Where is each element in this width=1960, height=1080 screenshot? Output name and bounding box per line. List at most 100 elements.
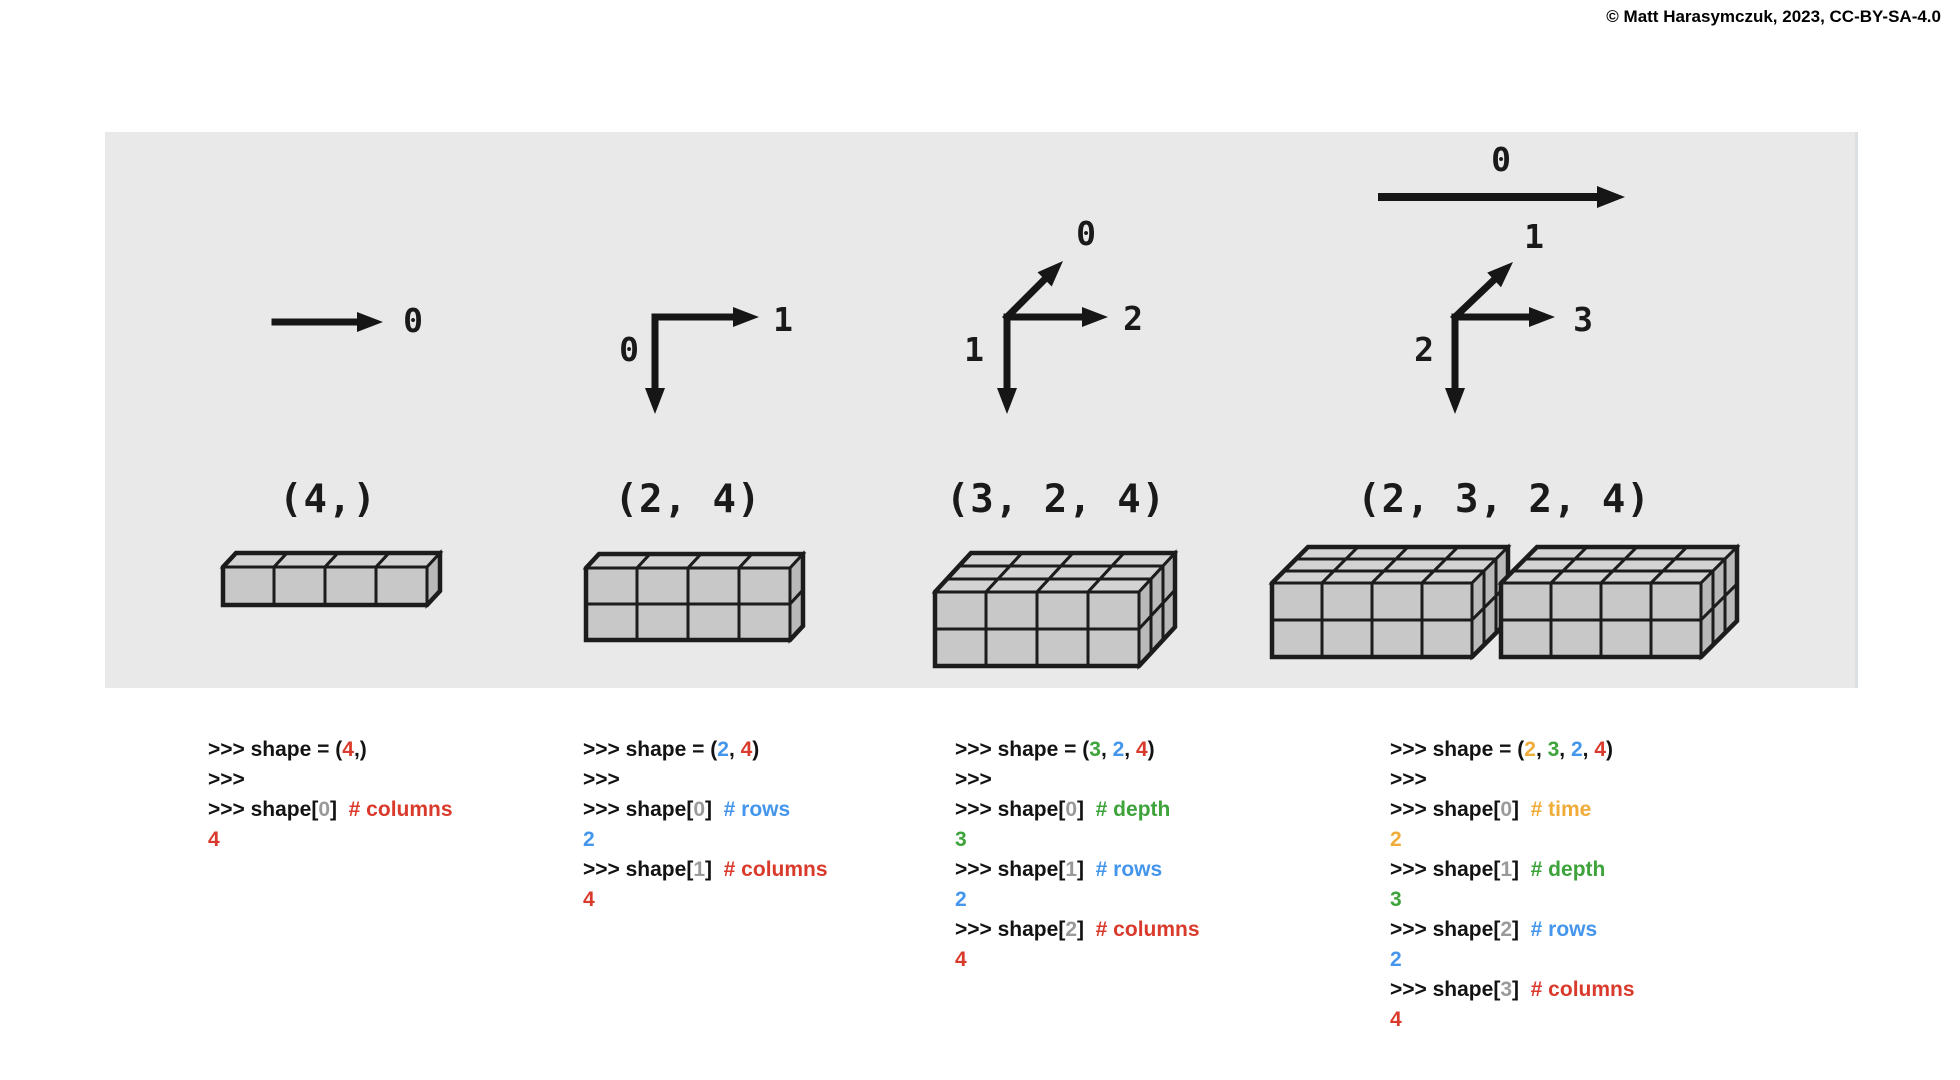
code-segment: >>> bbox=[208, 768, 245, 791]
array-block-1d bbox=[219, 549, 444, 609]
code-segment: 3 bbox=[1390, 888, 1402, 911]
code-line: 4 bbox=[955, 945, 1200, 975]
cube-front-face bbox=[221, 565, 276, 607]
code-line: >>> shape = (2, 3, 2, 4) bbox=[1390, 735, 1635, 765]
code-segment: >>> shape[ bbox=[583, 798, 694, 821]
cube-front-face bbox=[1086, 627, 1141, 668]
cube-front-face bbox=[1370, 618, 1424, 659]
code-segment: >>> shape = ( bbox=[583, 738, 718, 761]
array-block-3d bbox=[931, 549, 1179, 670]
code-segment: 0 bbox=[693, 798, 705, 821]
code-line: >>> shape[2] # columns bbox=[955, 915, 1200, 945]
code-segment: # columns bbox=[723, 858, 828, 881]
axis-arrow-head bbox=[1445, 388, 1465, 414]
axis-label: 0 bbox=[1491, 140, 1511, 179]
axis-label: 2 bbox=[1123, 299, 1143, 338]
axis-label: 2 bbox=[1414, 330, 1434, 369]
code-line: 2 bbox=[1390, 825, 1635, 855]
code-block-2d: >>> shape = (2, 4)>>>>>> shape[0] # rows… bbox=[583, 735, 828, 915]
code-segment: 2 bbox=[717, 738, 729, 761]
code-segment: # columns bbox=[348, 798, 453, 821]
cube-front-face bbox=[1270, 618, 1324, 659]
axis-arrow-head bbox=[1529, 307, 1555, 327]
code-segment: # rows bbox=[723, 798, 791, 821]
code-segment: # depth bbox=[1095, 798, 1171, 821]
code-line: >>> bbox=[955, 765, 1200, 795]
code-segment: ] bbox=[1077, 918, 1096, 941]
code-segment: ,) bbox=[353, 738, 367, 761]
cube-outline bbox=[220, 550, 443, 608]
code-segment: >>> shape[ bbox=[1390, 858, 1501, 881]
cube-front-face bbox=[933, 590, 988, 631]
code-segment: >>> shape[ bbox=[1390, 918, 1501, 941]
axis-label: 1 bbox=[773, 300, 793, 339]
code-segment: >>> shape[ bbox=[955, 858, 1066, 881]
code-segment: 1 bbox=[693, 858, 705, 881]
code-segment: 4 bbox=[208, 828, 220, 851]
code-line: 3 bbox=[1390, 885, 1635, 915]
code-segment: ] bbox=[330, 798, 349, 821]
cube-front-face bbox=[1270, 581, 1324, 622]
code-segment: 1 bbox=[1500, 858, 1512, 881]
cube-front-face bbox=[686, 566, 741, 606]
code-segment: # columns bbox=[1530, 978, 1635, 1001]
code-line: >>> shape[0] # rows bbox=[583, 795, 828, 825]
cube-front-face bbox=[737, 602, 792, 642]
code-segment: 1 bbox=[1065, 858, 1077, 881]
code-segment: # rows bbox=[1095, 858, 1163, 881]
diagram-1d: 0 (4,) bbox=[219, 301, 444, 609]
code-segment: 4 bbox=[955, 948, 967, 971]
code-line: 4 bbox=[1390, 1005, 1635, 1035]
outer-axis-arrow-head bbox=[1597, 186, 1625, 208]
code-segment: >>> shape[ bbox=[955, 918, 1066, 941]
code-segment: 0 bbox=[1500, 798, 1512, 821]
code-segment: 2 bbox=[1065, 918, 1077, 941]
code-segment: 3 bbox=[1089, 738, 1101, 761]
code-segment: ] bbox=[1512, 798, 1531, 821]
code-segment: , bbox=[1535, 738, 1548, 761]
cube-front-face bbox=[635, 602, 690, 642]
cube-front-face bbox=[984, 590, 1039, 631]
axis-arrow-head bbox=[645, 388, 665, 414]
code-line: >>> shape[0] # depth bbox=[955, 795, 1200, 825]
cube-front-face bbox=[1499, 618, 1553, 659]
code-segment: 2 bbox=[1390, 948, 1402, 971]
code-segment: 2 bbox=[1500, 918, 1512, 941]
code-line: 3 bbox=[955, 825, 1200, 855]
shape-tuple-4d: (2, 3, 2, 4) bbox=[1357, 477, 1651, 522]
code-segment: 2 bbox=[955, 888, 967, 911]
code-line: 2 bbox=[955, 885, 1200, 915]
code-segment: # rows bbox=[1530, 918, 1598, 941]
code-segment: 4 bbox=[342, 738, 354, 761]
cube-front-face bbox=[737, 566, 792, 606]
cube-front-face bbox=[584, 602, 639, 642]
code-segment: >>> shape = ( bbox=[955, 738, 1090, 761]
code-segment: ] bbox=[1512, 918, 1531, 941]
axis-arrow-head bbox=[1487, 262, 1513, 288]
code-line: >>> shape[0] # time bbox=[1390, 795, 1635, 825]
cube-front-face bbox=[1320, 618, 1374, 659]
code-segment: , bbox=[1100, 738, 1113, 761]
cube-front-face bbox=[1599, 618, 1653, 659]
cube-front-face bbox=[1649, 581, 1703, 622]
code-block-3d: >>> shape = (3, 2, 4)>>>>>> shape[0] # d… bbox=[955, 735, 1200, 975]
code-line: >>> shape[1] # rows bbox=[955, 855, 1200, 885]
code-line: >>> bbox=[583, 765, 828, 795]
code-segment: ) bbox=[1606, 738, 1614, 761]
cube-front-face bbox=[1035, 627, 1090, 668]
code-segment: , bbox=[1124, 738, 1136, 761]
cube-front-face bbox=[635, 566, 690, 606]
cube-front-face bbox=[1370, 581, 1424, 622]
cube-front-face bbox=[1649, 618, 1703, 659]
array-block-2d bbox=[582, 550, 807, 644]
cube-outline bbox=[932, 550, 1178, 669]
cube-front-face bbox=[933, 627, 988, 668]
code-block-1d: >>> shape = (4,)>>>>>> shape[0] # column… bbox=[208, 735, 453, 855]
diagram-4d: 0 1 3 2 (2, 3, 2, 4) bbox=[1268, 140, 1741, 661]
cube-front-face bbox=[1549, 618, 1603, 659]
cube-outline bbox=[1269, 544, 1511, 660]
axis-arrow-head bbox=[997, 388, 1017, 414]
axis-arrow-line bbox=[1002, 273, 1051, 322]
code-segment: >>> shape[ bbox=[1390, 978, 1501, 1001]
code-line: >>> bbox=[1390, 765, 1635, 795]
